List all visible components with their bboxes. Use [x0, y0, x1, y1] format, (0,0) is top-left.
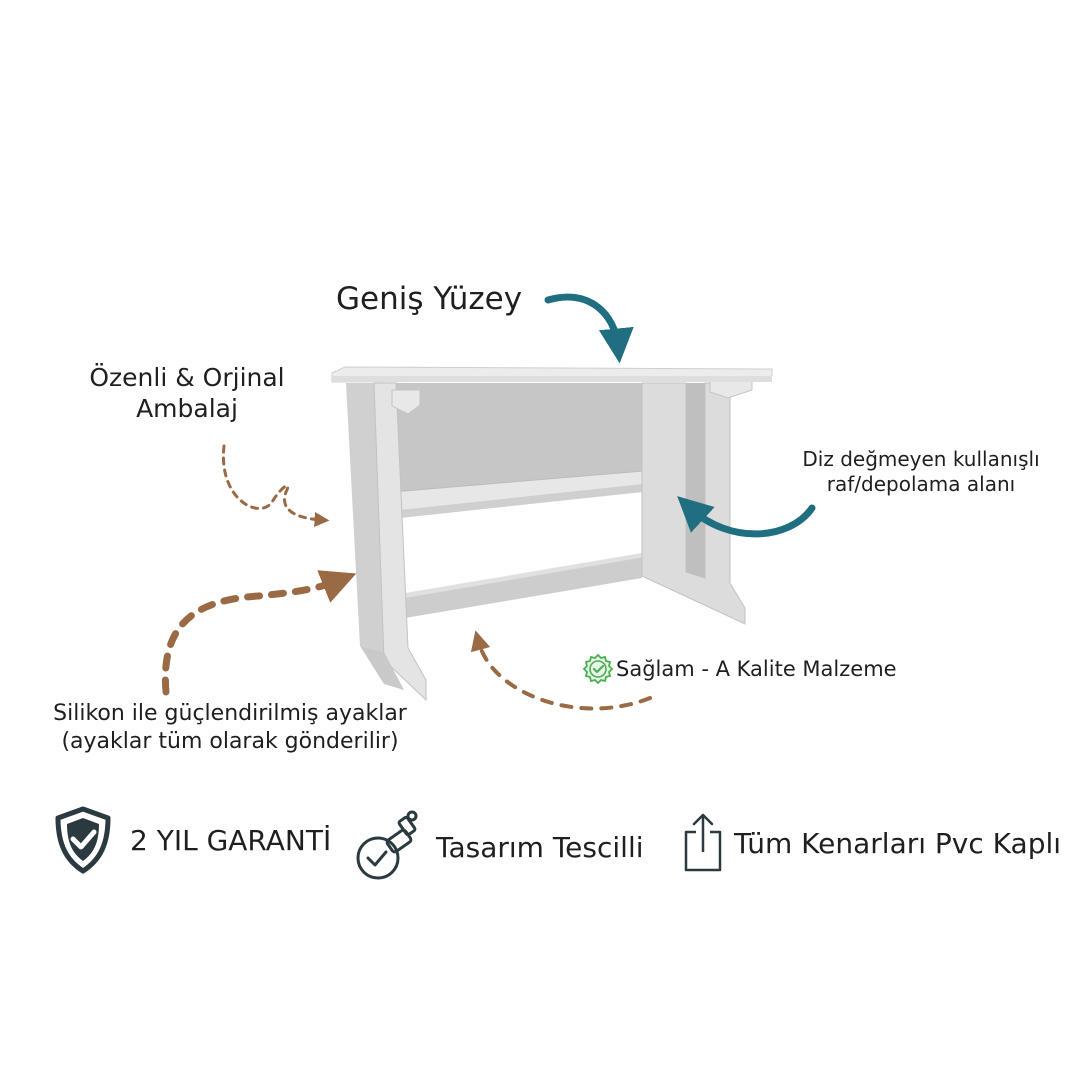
page-title: Geniş Yüzey [336, 281, 523, 317]
shelf-line-1: Diz değmeyen kullanışlı [802, 447, 1040, 471]
packaging-line-1: Özenli & Orjinal [89, 363, 285, 392]
arrow-packaging [221, 444, 330, 527]
arrow-material [470, 630, 652, 711]
arrow-legs [161, 570, 357, 696]
feature-warranty-label: 2 YIL GARANTİ [130, 823, 332, 857]
desk [331, 366, 773, 702]
packaging-label: Özenli & Orjinal Ambalaj [74, 362, 300, 425]
quality-badge-icon [582, 653, 614, 685]
legs-line-2: (ayaklar tüm olarak gönderilir) [61, 728, 399, 754]
share-box-icon [684, 813, 722, 872]
shelf-line-2: raf/depolama alanı [826, 472, 1016, 496]
shield-check-icon [55, 806, 111, 874]
feature-design-label: Tasarım Tescilli [436, 830, 644, 864]
legs-label: Silikon ile güçlendirilmiş ayaklar (ayak… [18, 700, 442, 755]
desk-stretcher [405, 556, 642, 618]
packaging-line-2: Ambalaj [136, 394, 238, 424]
arrow-to-shelf [677, 496, 816, 538]
feature-design: Tasarım Tescilli [354, 810, 644, 884]
desk-left-leg [346, 383, 384, 652]
arrow-to-surface [544, 293, 634, 364]
feature-edges-label: Tüm Kenarları Pvc Kaplı [734, 826, 1062, 860]
desk-back-panel [392, 383, 648, 494]
feature-warranty: 2 YIL GARANTİ [52, 806, 331, 874]
shelf-label: Diz değmeyen kullanışlı raf/depolama ala… [780, 447, 1062, 497]
feature-edges: Tüm Kenarları Pvc Kaplı [682, 812, 1061, 874]
material-label: Sağlam - A Kalite Malzeme [616, 657, 897, 681]
design-stamp-icon [356, 810, 418, 880]
legs-line-1: Silikon ile güçlendirilmiş ayaklar [53, 701, 407, 726]
